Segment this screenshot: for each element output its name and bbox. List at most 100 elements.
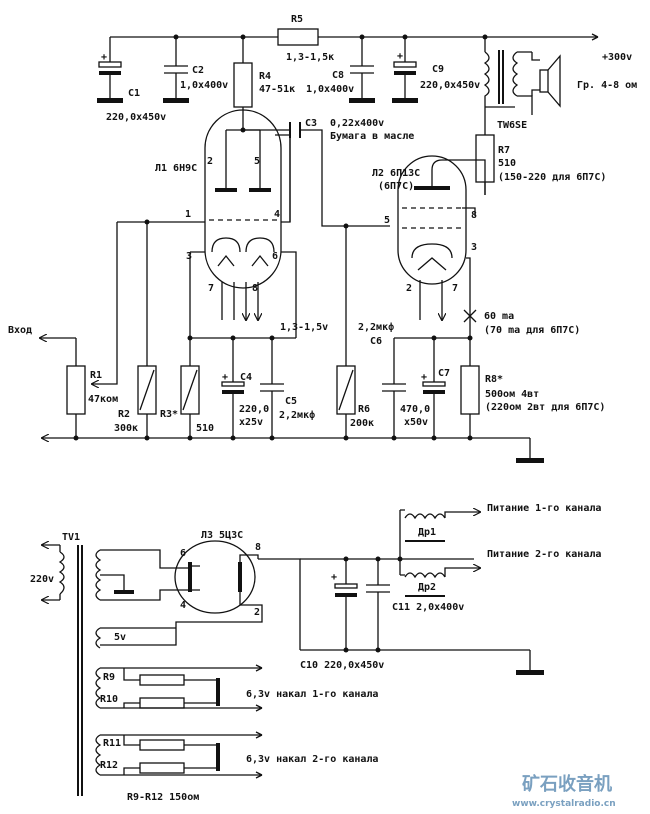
c7-name: C7 [438, 368, 450, 379]
ground-icon [516, 458, 544, 463]
c9-plus: + [397, 51, 403, 62]
c5-name: C5 [285, 396, 297, 407]
c4-capacitor [221, 381, 245, 387]
c3-value: 0,22x400v [330, 118, 384, 129]
c9-plate [394, 71, 416, 75]
speaker-icon [539, 69, 549, 93]
r1-name: R1 [90, 370, 102, 381]
c4-name: C4 [240, 372, 252, 383]
tube1-pin-3: 3 [186, 251, 192, 262]
tube2-cathode [411, 243, 453, 259]
current-measure-icon [463, 309, 477, 323]
r8-name: R8* [485, 374, 503, 385]
dr1-coil [404, 513, 446, 520]
r8-value: 500ом 4вт [485, 389, 539, 400]
dr2-coil [404, 572, 446, 579]
heater2-arrows [255, 731, 263, 779]
r2-value: 300к [114, 423, 138, 434]
ot-primary-wire [484, 37, 515, 108]
heater2-mid-wires [184, 744, 218, 769]
r10-label: R10 [100, 694, 118, 705]
rect-pin-8: 8 [255, 542, 261, 553]
heater1-label: 6,3v накал 1-го канала [246, 689, 378, 700]
c1-value: 220,0x450v [106, 112, 166, 123]
r4-resistor [233, 62, 253, 108]
c7-plate [423, 390, 445, 394]
ground-junctions [73, 435, 473, 441]
c10-label: C10 220,0x450v [300, 660, 384, 671]
c11-capacitor [366, 559, 390, 650]
r11-label: R11 [103, 738, 121, 749]
tube1-grid2-wire [275, 134, 291, 222]
tube2-pin-2: 2 [406, 283, 412, 294]
c7-volt: x50v [404, 417, 428, 428]
c4-plate [222, 390, 244, 394]
r7-value: 510 [498, 158, 516, 169]
tube2-envelope [397, 155, 467, 285]
c4-volt: x25v [239, 417, 263, 428]
r1-wiper [92, 222, 118, 384]
c2-value: 1,0x400v [180, 80, 228, 91]
r6-stripe [338, 369, 354, 411]
c4-plus: + [222, 372, 228, 383]
r9-label: R9 [103, 672, 115, 683]
watermark-url: www.crystalradio.cn [512, 799, 616, 809]
tube2-name: Л2 6П13С [372, 168, 420, 179]
out1-arrow-icon [444, 512, 480, 518]
r10-resistor [139, 697, 185, 709]
tube1-heater [217, 254, 269, 267]
tube1-pin-7: 7 [208, 283, 214, 294]
heater1-coil [95, 667, 102, 709]
supply-arrow-icon [591, 33, 599, 41]
tube1-pin-2: 2 [207, 156, 213, 167]
rectifier-filament [100, 554, 263, 646]
hv-wires [100, 549, 190, 601]
c10-plate [335, 593, 357, 597]
r3-name: R3* [160, 409, 178, 420]
c9-value: 220,0x450v [420, 80, 480, 91]
dr1-label: Др1 [418, 527, 436, 538]
ot-label: TW6SE [497, 120, 527, 131]
r6-value: 200к [350, 418, 374, 429]
speaker-cone [547, 54, 561, 108]
heater2-resistor-leads [123, 735, 140, 775]
c8-capacitor [350, 37, 374, 98]
c7-value: 470,0 [400, 404, 430, 415]
rect-pin-2: 2 [254, 607, 260, 618]
r5-value: 1,3-1,5к [286, 52, 334, 63]
input-label: Вход [8, 325, 32, 336]
tube1-pin-8: 8 [252, 283, 258, 294]
rectifier-anode-leads [190, 565, 200, 591]
tube2-pin-7: 7 [452, 283, 458, 294]
tube2-alt: (6П7С) [378, 181, 414, 192]
c2-capacitor [164, 37, 188, 98]
tube1-pin-1: 1 [185, 209, 191, 220]
tube2-cathode-wire [466, 257, 471, 338]
c3-name: C3 [305, 118, 317, 129]
c1-capacitor [98, 61, 122, 68]
r8-note: (220ом 2вт для 6П7С) [485, 402, 605, 413]
speaker-label: Гр. 4-8 ом [577, 80, 637, 91]
c10-ground-junction [343, 647, 349, 653]
tv1-label: TV1 [62, 532, 80, 543]
r8-resistor [460, 365, 480, 415]
tube2-heater [417, 257, 447, 271]
c2-name: C2 [192, 65, 204, 76]
tube1-cathodes [211, 237, 275, 253]
psu-ground-icon [516, 670, 544, 675]
psu-core [77, 545, 83, 796]
tube1-name: Л1 6Н9С [155, 163, 197, 174]
psu-section: TV1 220v Л3 5Ц3С 6 8 4 2 5v + [30, 503, 601, 803]
c3-capacitor [289, 122, 301, 138]
c10-plus: + [331, 572, 337, 583]
c1-name: C1 [128, 88, 140, 99]
tube1-anode-wires [225, 130, 261, 190]
tube1-envelope [204, 109, 282, 289]
dr2-label: Др2 [418, 582, 436, 593]
tube2-pin-8: 8 [471, 210, 477, 221]
r3-value: 510 [196, 423, 214, 434]
winding-5v-label: 5v [114, 632, 126, 643]
r11-resistor [139, 739, 185, 751]
tube1-cathode-wires [189, 251, 297, 338]
